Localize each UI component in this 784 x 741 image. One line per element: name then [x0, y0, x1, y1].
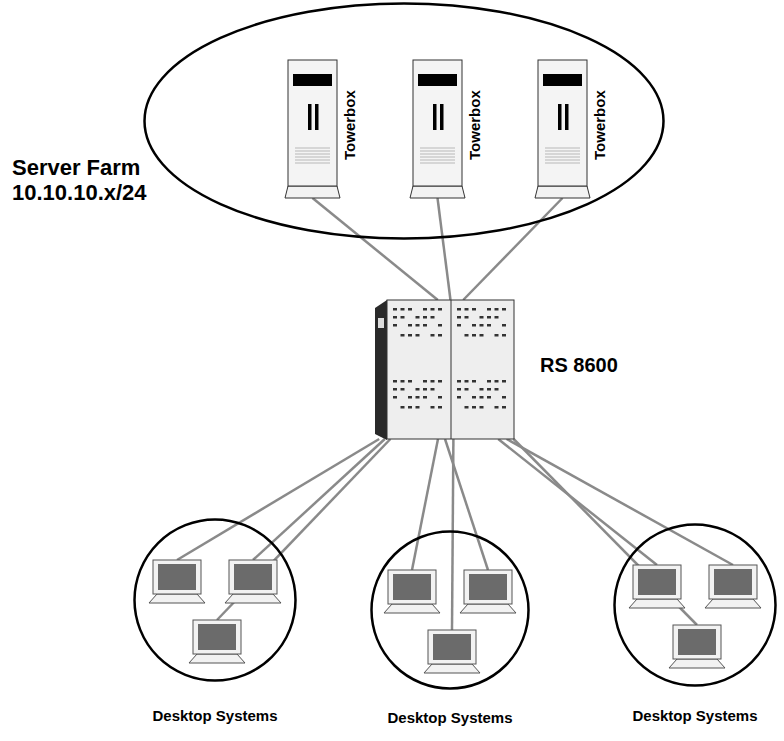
server-label: Towerbox [342, 90, 359, 160]
network-cable [438, 198, 451, 300]
network-cable [463, 198, 562, 300]
desktop-group-circle: Desktop Systems [133, 518, 297, 682]
group-label: Desktop Systems [583, 708, 784, 725]
network-cable [217, 439, 390, 620]
desktop-computer [460, 570, 516, 613]
desktop-computer [384, 570, 440, 613]
network-cable [313, 198, 438, 300]
network-cable [498, 439, 657, 565]
circle-outline [613, 523, 777, 687]
desktop-computer [629, 565, 685, 608]
switch-outline [375, 298, 515, 440]
circle-outline [133, 518, 297, 682]
group-label: Desktop Systems [340, 710, 560, 727]
tower-server: Towerbox [410, 60, 488, 200]
network-cable [452, 439, 453, 630]
desktop-computer [149, 560, 205, 603]
router-switch: RS 8600 [375, 298, 515, 440]
desktop-group-circle: Desktop Systems [613, 523, 777, 687]
desktop-computer [424, 630, 480, 673]
tower-server: Towerbox [285, 60, 363, 200]
server-farm-ellipse: TowerboxTowerboxTowerboxServer Farm 10.1… [143, 2, 665, 240]
node-label: RS 8600 [540, 354, 618, 376]
desktop-group-circle: Desktop Systems [370, 530, 530, 690]
desktop-computer [705, 565, 761, 608]
node-label: Server Farm 10.10.10.x/24 [12, 156, 187, 205]
group-label: Desktop Systems [103, 708, 327, 725]
tower-server: Towerbox [535, 60, 613, 200]
server-label: Towerbox [467, 90, 484, 160]
network-cable [253, 439, 385, 560]
network-cable [177, 439, 379, 560]
desktop-computer [189, 620, 245, 663]
network-cable [514, 439, 697, 625]
desktop-computer [225, 560, 281, 603]
server-label: Towerbox [592, 90, 609, 160]
desktop-computer [669, 625, 725, 668]
circle-outline [370, 530, 530, 690]
network-cable [412, 439, 438, 570]
